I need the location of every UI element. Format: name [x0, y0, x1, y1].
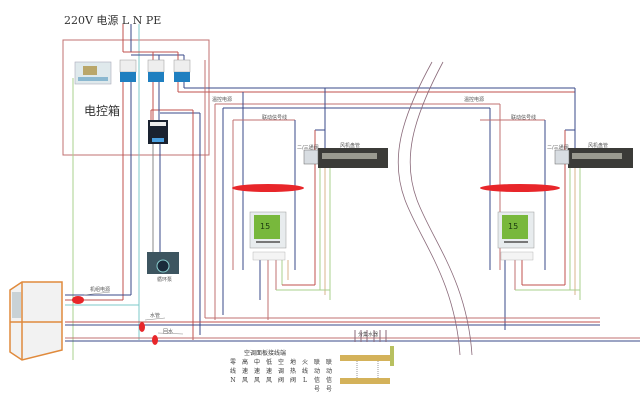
breaker-thermostat: [173, 59, 191, 82]
terminal-legend-char: 阀: [289, 377, 296, 384]
terminal-legend-char: 风: [253, 377, 260, 384]
thermostat-power-label-left: 温控电源: [212, 97, 233, 103]
terminal-legend-char: 线: [301, 368, 308, 375]
terminal-legend-char: 风: [241, 377, 248, 384]
heat-pump-unit: [9, 281, 63, 361]
fan-coil-label-left: 风机盘管: [340, 143, 361, 149]
terminal-legend-char: 热: [289, 368, 296, 375]
contactor: [148, 120, 168, 144]
break-line: [397, 61, 473, 356]
terminal-legend-char: 联: [313, 359, 320, 366]
terminal-legend-column: 联动信号: [312, 358, 322, 394]
terminal-legend-char: 中: [253, 359, 260, 366]
terminal-legend-char: 速: [265, 368, 272, 375]
thermostat-power-label-right: 温控电源: [464, 97, 485, 103]
signal-line-label-right: 联动信号线: [511, 115, 537, 121]
terminal-legend-char: 低: [265, 359, 272, 366]
terminal-legend-char: 速: [253, 368, 260, 375]
unit-power-connector: [72, 296, 84, 304]
terminal-legend-char: 线: [229, 368, 236, 375]
fan-coil-label-right: 风机盘管: [588, 143, 609, 149]
terminal-legend-char: 号: [313, 386, 320, 393]
thermostat-right: [497, 211, 535, 261]
valve-label-right: 二/三通阀: [547, 145, 569, 151]
terminal-legend-char: 风: [265, 377, 272, 384]
breaker-main: [119, 59, 137, 82]
manifold-label: 分集水器: [358, 332, 379, 338]
terminal-legend-column: 地热阀: [288, 358, 298, 394]
valve-left: [303, 149, 319, 165]
terminal-legend-column: 高速风: [240, 358, 250, 394]
terminal-legend-char: N: [230, 377, 236, 384]
fan-coil-left: [318, 148, 388, 168]
terminal-legend-char: 地: [289, 359, 296, 366]
terminal-legend-char: 联: [325, 359, 332, 366]
power-source-label: 220V 电源 L N PE: [64, 14, 162, 27]
signal-line-label-left: 联动信号线: [262, 115, 288, 121]
terminal-legend-char: 空: [277, 359, 284, 366]
terminal-legend-char: 信: [325, 377, 332, 384]
incoming-power-wires: [122, 24, 185, 340]
cable-bundle-left: [232, 184, 304, 192]
terminal-legend-char: 信: [313, 377, 320, 384]
terminal-legend-column: 中速风: [252, 358, 262, 394]
terminal-legend-char: 动: [325, 368, 332, 375]
terminal-legend-title: 空调面板接线端: [244, 350, 287, 357]
control-box-outline: [62, 39, 210, 156]
controller-panel: [74, 61, 112, 85]
manifold: [340, 330, 394, 384]
valve-right: [554, 149, 570, 165]
return-pipe-connector: [152, 335, 158, 345]
terminal-legend-char: L: [303, 377, 307, 384]
terminal-legend-char: 速: [241, 368, 248, 375]
unit-power-label: 机组电源: [90, 287, 111, 293]
zone-left-wiring: [214, 88, 331, 320]
terminal-legend-char: 火: [301, 359, 308, 366]
terminal-legend-char: 动: [313, 368, 320, 375]
water-pipes: [65, 60, 640, 342]
supply-pipe-connector: [139, 322, 145, 332]
terminal-legend-char: 高: [241, 359, 248, 366]
valve-label-left: 二/三通阀: [297, 145, 319, 151]
terminal-legend-char: 号: [325, 386, 332, 393]
control-box-label: 电控箱: [84, 104, 121, 118]
terminal-legend-char: 零: [229, 359, 236, 366]
supply-water-label: 水管: [150, 313, 161, 319]
cable-bundle-right: [480, 184, 560, 192]
pump-label: 循环泵: [157, 277, 173, 283]
thermostat-display-left: 15: [260, 222, 271, 231]
thermostat-power-trunk: [177, 82, 575, 109]
breaker-pump: [147, 59, 165, 82]
terminal-legend-column: 低速风: [264, 358, 274, 394]
terminal-legend-char: 阀: [277, 377, 284, 384]
circulation-pump: [147, 252, 179, 274]
thermostat-left: [249, 211, 287, 261]
fan-coil-right: [568, 148, 633, 168]
terminal-legend-column: 联动信号: [324, 358, 334, 394]
terminal-legend-char: 调: [277, 368, 284, 375]
terminal-legend-column: 空调阀: [276, 358, 286, 394]
zone-right-wiring: [480, 88, 581, 330]
return-water-label: 回水: [163, 329, 174, 335]
thermostat-display-right: 15: [508, 222, 519, 231]
